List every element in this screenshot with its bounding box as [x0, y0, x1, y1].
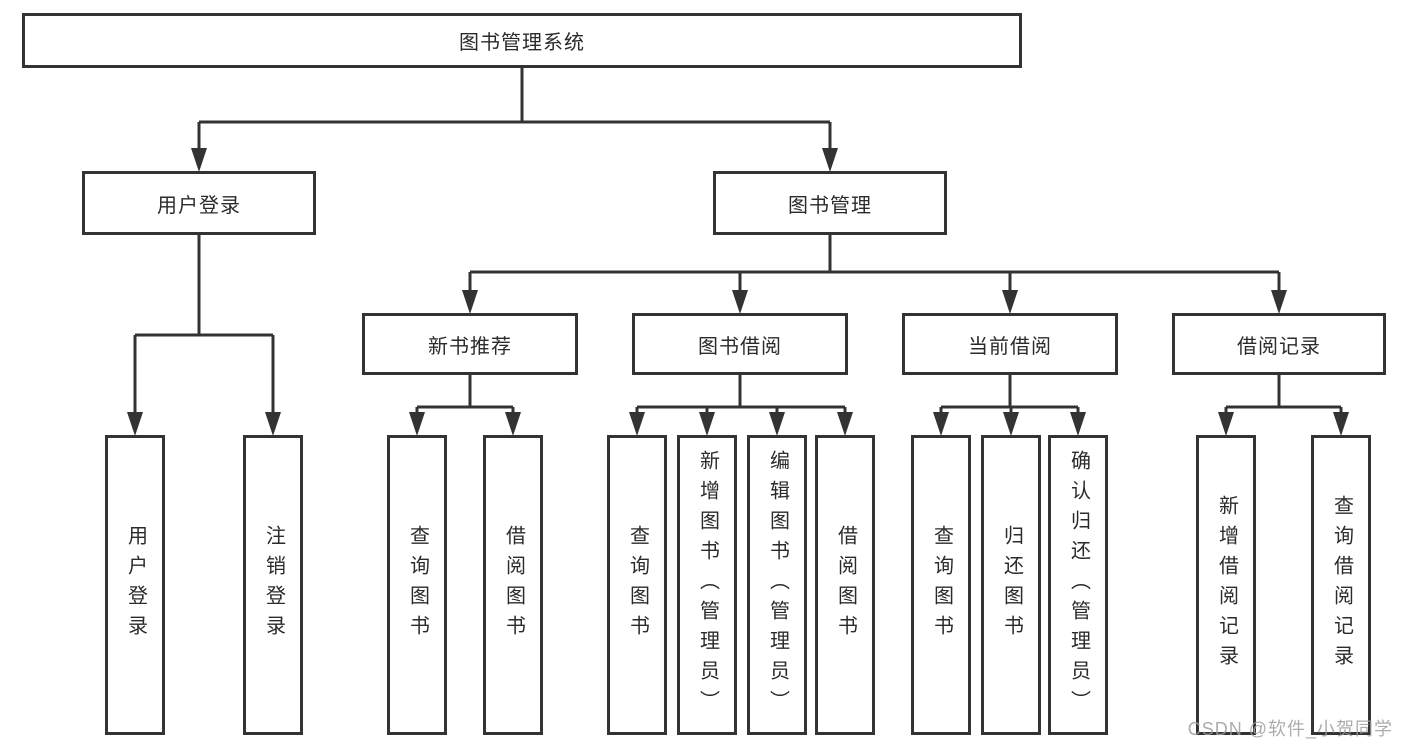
node-label: 图书管理 [788, 194, 872, 217]
leaf-confirm-return-admin: 确认归还（管理员） [1048, 435, 1108, 735]
node-book-management: 图书管理 [713, 171, 947, 235]
node-label: 查询图书 [930, 525, 953, 645]
leaf-return-books: 归还图书 [981, 435, 1041, 735]
leaf-add-borrow-record: 新增借阅记录 [1196, 435, 1256, 735]
node-label: 新书推荐 [428, 335, 512, 358]
leaf-query-books-borrowing: 查询图书 [607, 435, 667, 735]
node-user-login: 用户登录 [82, 171, 316, 235]
leaf-borrow-books: 借阅图书 [815, 435, 875, 735]
node-label: 图书管理系统 [459, 32, 585, 54]
arrowhead-icons [127, 148, 1349, 436]
leaf-borrow-books-recommend: 借阅图书 [483, 435, 543, 735]
node-label: 借阅记录 [1237, 335, 1321, 358]
node-label: 用户登录 [157, 194, 241, 217]
node-label: 查询图书 [626, 525, 649, 645]
leaf-query-books-current: 查询图书 [911, 435, 971, 735]
node-label: 用户登录 [124, 525, 147, 645]
leaf-user-login: 用户登录 [105, 435, 165, 735]
node-label: 借阅图书 [834, 525, 857, 645]
node-new-book-recommend: 新书推荐 [362, 313, 578, 375]
leaf-logout: 注销登录 [243, 435, 303, 735]
node-label: 归还图书 [1000, 525, 1023, 645]
leaf-add-books-admin: 新增图书（管理员） [677, 435, 737, 735]
leaf-query-books-recommend: 查询图书 [387, 435, 447, 735]
node-label: 查询借阅记录 [1330, 495, 1353, 675]
leaf-query-borrow-record: 查询借阅记录 [1311, 435, 1371, 735]
leaf-edit-books-admin: 编辑图书（管理员） [747, 435, 807, 735]
node-label: 图书借阅 [698, 335, 782, 358]
watermark: CSDN @软件_小贺同学 [1187, 719, 1393, 739]
node-label: 注销登录 [262, 525, 285, 645]
node-label: 编辑图书（管理员） [766, 450, 789, 720]
node-label: 借阅图书 [502, 525, 525, 645]
node-label: 查询图书 [406, 525, 429, 645]
node-borrowing-records: 借阅记录 [1172, 313, 1386, 375]
node-label: 新增图书（管理员） [696, 450, 719, 720]
node-root-system: 图书管理系统 [22, 13, 1022, 68]
node-label: 确认归还（管理员） [1067, 450, 1090, 720]
node-current-borrowing: 当前借阅 [902, 313, 1118, 375]
node-label: 新增借阅记录 [1215, 495, 1238, 675]
node-book-borrowing: 图书借阅 [632, 313, 848, 375]
node-label: 当前借阅 [968, 335, 1052, 358]
